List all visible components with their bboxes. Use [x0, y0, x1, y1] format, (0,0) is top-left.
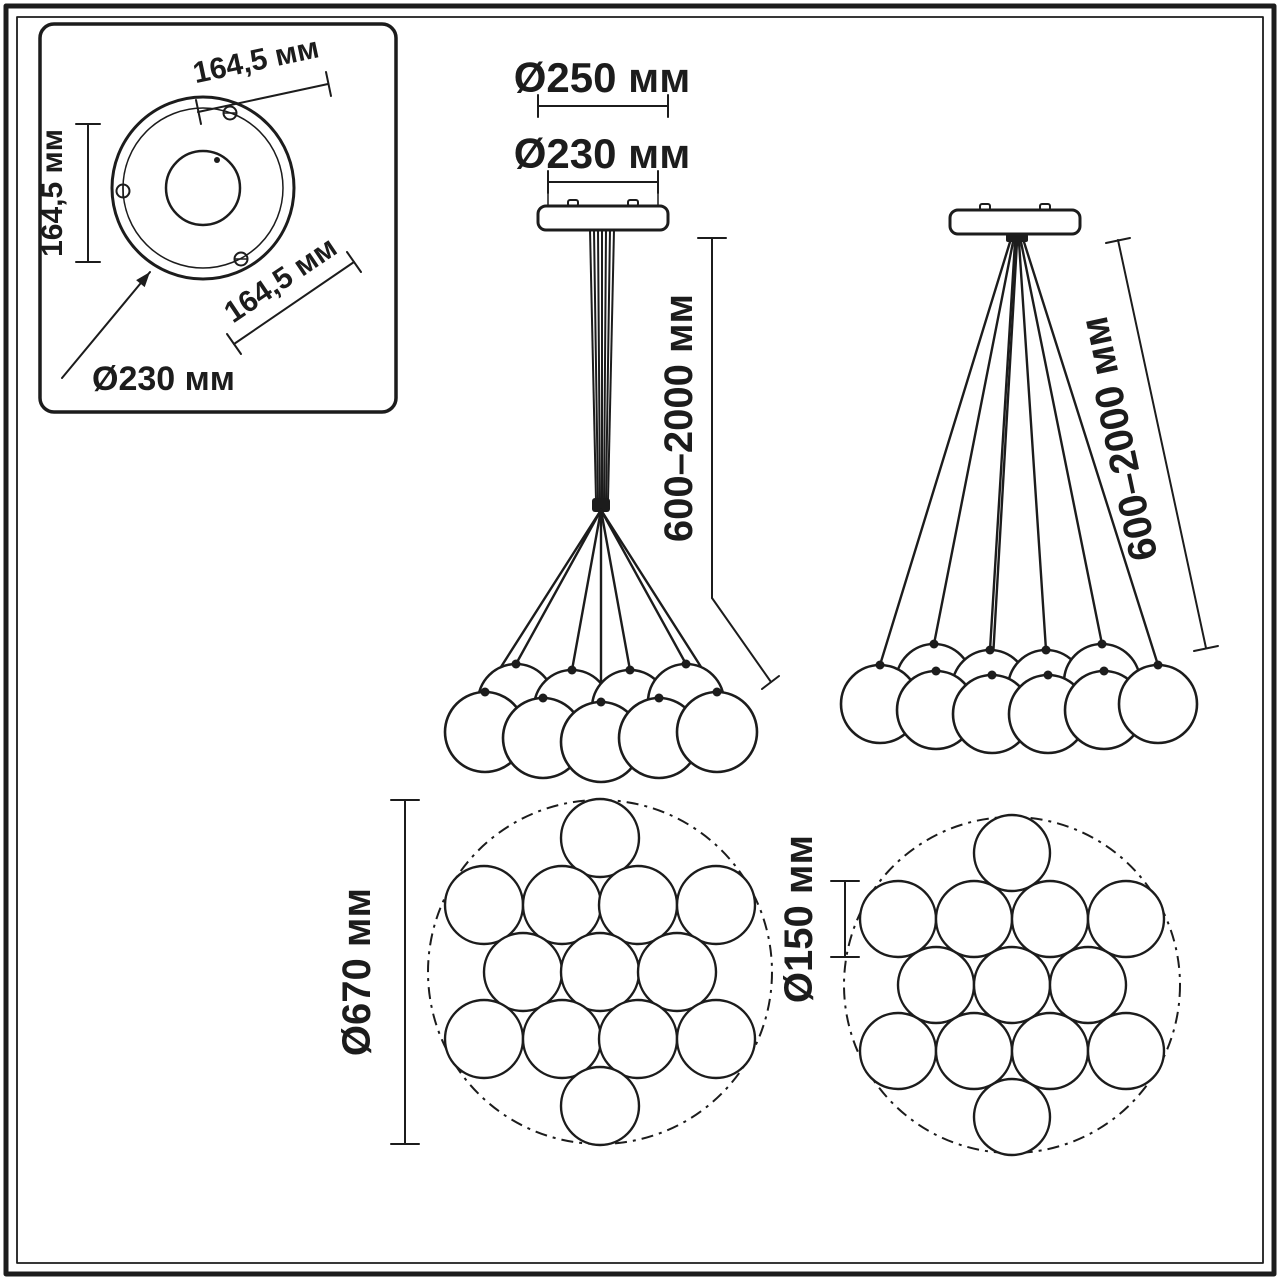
cluster-top-view-large: Ø670 мм — [335, 797, 773, 1147]
canopy-inner-label: Ø230 мм — [514, 130, 691, 177]
dimension-plate-top: 164,5 мм — [190, 31, 332, 125]
page-frame — [3, 3, 1277, 1277]
ball-diameter-label: Ø150 мм — [777, 835, 821, 1003]
dimension-plate-left: 164,5 мм — [36, 123, 101, 263]
plate-diameter-label: Ø230 мм — [92, 360, 235, 398]
dimension-ball-diameter: Ø150 мм — [777, 835, 860, 1003]
cluster-large-balls — [443, 797, 757, 1147]
canopy-front — [536, 199, 670, 232]
plate-dim-bottom-label: 164,5 мм — [218, 231, 342, 330]
pendant-front-view: Ø250 мм Ø230 мм — [443, 54, 780, 784]
ball-cluster-front — [443, 659, 759, 784]
screw-tab — [115, 183, 131, 199]
cluster-top-view-small: Ø150 мм — [777, 813, 1181, 1157]
canopy-outer-label: Ø250 мм — [514, 54, 691, 101]
ceiling-plate-inset: 164,5 мм 164,5 мм 164,5 мм Ø230 мм — [36, 22, 398, 414]
cord-bundle — [589, 229, 615, 512]
fan-wires-spread — [878, 240, 1160, 677]
dimension-cord-front: 600–2000 мм — [657, 237, 780, 690]
cluster-small-balls — [858, 813, 1166, 1157]
dimension-plate-bottom: 164,5 мм — [218, 231, 362, 355]
dimension-canopy-inner: Ø230 мм — [514, 130, 691, 206]
cord-length-front-label: 600–2000 мм — [657, 294, 701, 542]
plate-dim-top-label: 164,5 мм — [190, 31, 322, 90]
pendant-spread-view: 600–2000 мм — [839, 203, 1219, 755]
dimension-canopy-outer: Ø250 мм — [514, 54, 691, 118]
cluster-diameter-label: Ø670 мм — [335, 888, 379, 1056]
dimension-cluster-diameter: Ø670 мм — [335, 799, 420, 1145]
plate-dim-left-label: 164,5 мм — [36, 129, 69, 257]
dimension-plate-diameter: Ø230 мм — [61, 271, 235, 398]
fan-wires-front — [483, 508, 719, 704]
screw-tab — [222, 105, 238, 121]
dimension-cord-spread: 600–2000 мм — [1072, 237, 1219, 652]
ball-cluster-spread — [839, 639, 1199, 755]
ceiling-plate-drawing — [110, 95, 296, 281]
screw-tab — [233, 251, 249, 267]
canopy-spread — [948, 203, 1082, 242]
